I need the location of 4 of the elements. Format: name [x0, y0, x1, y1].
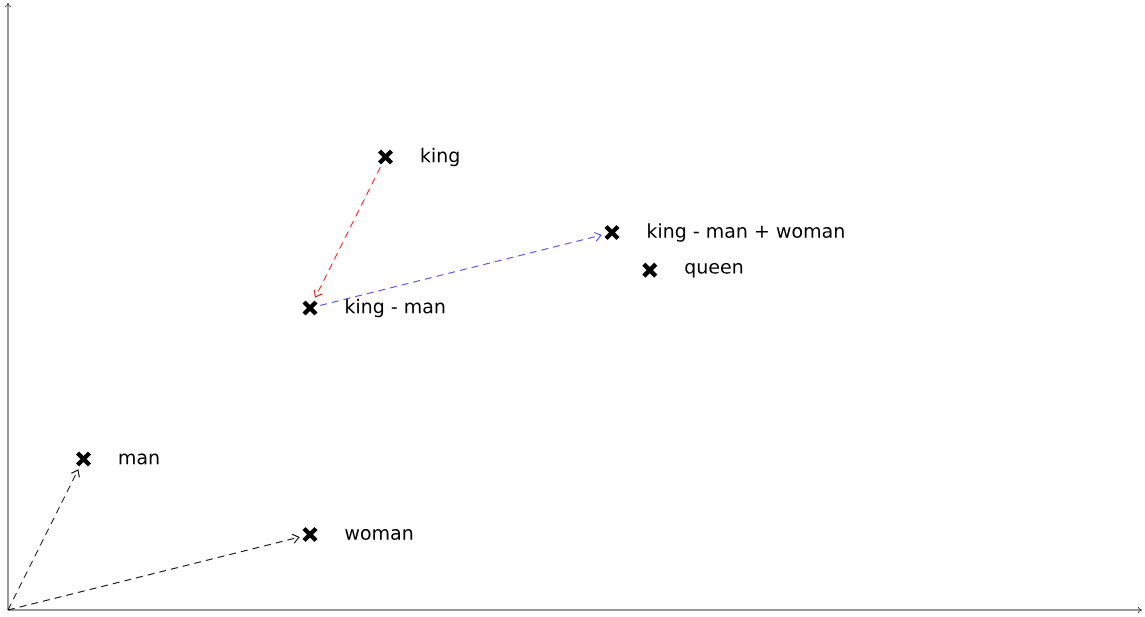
- arrow: [319, 231, 602, 306]
- arrow: [313, 166, 381, 298]
- arrow: [7, 469, 80, 611]
- arrow: [7, 533, 300, 611]
